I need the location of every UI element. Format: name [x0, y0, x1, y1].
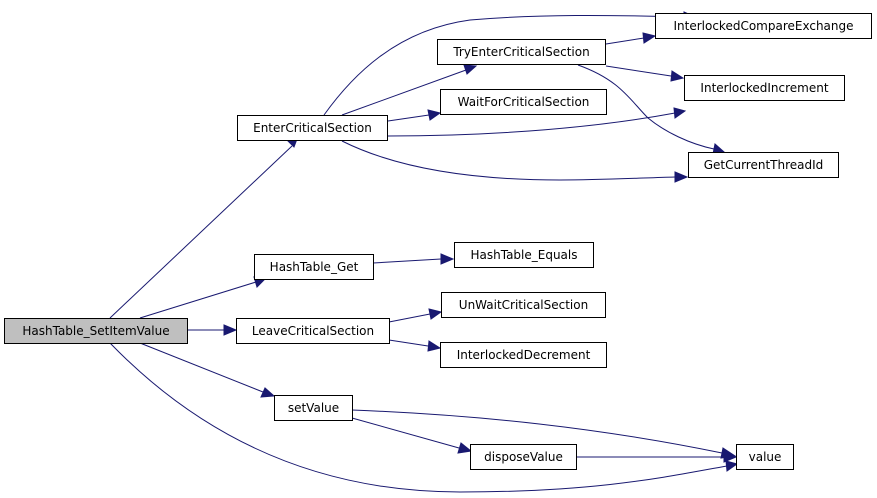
node-disposevalue[interactable]: disposeValue	[470, 444, 577, 470]
node-label: EnterCriticalSection	[253, 121, 372, 135]
edge-get-equals	[372, 253, 455, 265]
edge-root-get	[139, 276, 267, 319]
node-label: TryEnterCriticalSection	[452, 45, 589, 59]
node-hashtable-setitemvalue[interactable]: HashTable_SetItemValue	[4, 318, 188, 344]
node-label: HashTable_SetItemValue	[22, 324, 169, 338]
edge-enter-tryenter	[341, 64, 478, 116]
node-label: InterlockedDecrement	[457, 348, 591, 362]
edge-tryenter-incr	[605, 65, 685, 82]
edge-leave-unwait	[388, 308, 443, 323]
node-label: WaitForCriticalSection	[458, 95, 590, 109]
node-entercriticalsection[interactable]: EnterCriticalSection	[237, 115, 388, 141]
edge-root-setvalue	[139, 342, 276, 398]
node-interlockedincrement[interactable]: InterlockedIncrement	[684, 75, 845, 101]
node-label: LeaveCriticalSection	[252, 324, 374, 338]
edge-setvalue-dispose	[351, 417, 473, 454]
node-label: GetCurrentThreadId	[704, 158, 824, 172]
edge-root-enter	[109, 138, 298, 319]
node-label: HashTable_Get	[270, 260, 359, 274]
node-label: value	[749, 450, 782, 464]
edge-root-value	[109, 342, 739, 493]
node-label: setValue	[288, 401, 339, 415]
edge-enter-incr	[387, 107, 687, 137]
edge-root-leave	[188, 324, 238, 336]
edge-leave-decr	[388, 339, 442, 352]
edge-tryenter-cmpxchg	[605, 32, 657, 45]
node-hashtable-get[interactable]: HashTable_Get	[254, 254, 374, 280]
node-label: UnWaitCriticalSection	[459, 298, 588, 312]
node-label: InterlockedIncrement	[700, 81, 828, 95]
node-label: InterlockedCompareExchange	[673, 19, 853, 33]
node-interlockedcompareexchange[interactable]: InterlockedCompareExchange	[655, 13, 872, 39]
edge-enter-threadid	[341, 140, 689, 183]
node-unwaitcriticalsection[interactable]: UnWaitCriticalSection	[441, 292, 606, 318]
node-tryentercriticalsection[interactable]: TryEnterCriticalSection	[437, 39, 606, 65]
edge-enter-wait	[387, 109, 442, 122]
node-label: HashTable_Equals	[470, 248, 577, 262]
edge-dispose-value	[576, 451, 738, 463]
node-interlockeddecrement[interactable]: InterlockedDecrement	[440, 342, 607, 368]
node-waitforcriticalsection[interactable]: WaitForCriticalSection	[440, 89, 607, 115]
node-value[interactable]: value	[736, 444, 794, 470]
node-setvalue[interactable]: setValue	[274, 395, 353, 421]
node-leavecriticalsection[interactable]: LeaveCriticalSection	[236, 318, 390, 344]
node-label: disposeValue	[484, 450, 563, 464]
node-getcurrentthreadid[interactable]: GetCurrentThreadId	[688, 152, 839, 178]
node-hashtable-equals[interactable]: HashTable_Equals	[454, 242, 594, 268]
